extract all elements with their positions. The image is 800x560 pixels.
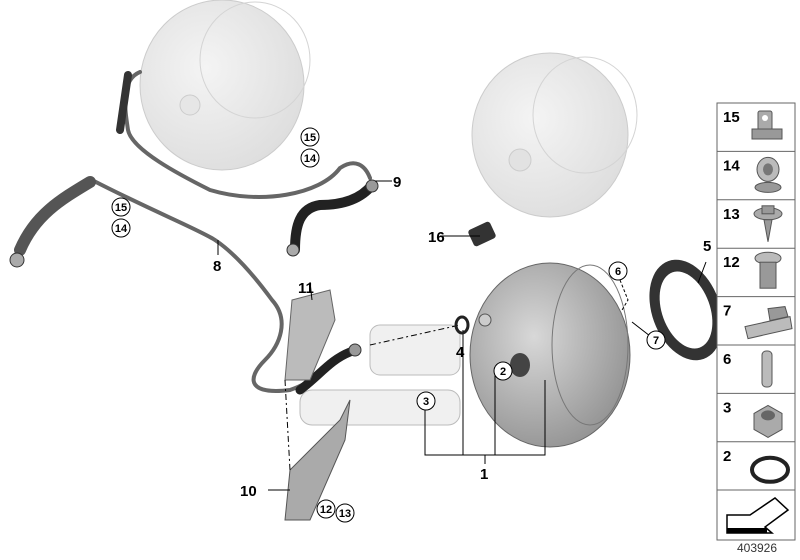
legend-number: 7 [723, 303, 731, 320]
hose-clamp-icon [754, 156, 782, 193]
callout-15-left: 15 [111, 197, 131, 217]
o-ring-icon [750, 455, 790, 484]
callout-2: 2 [493, 361, 513, 381]
callout-14-top: 14 [300, 148, 320, 168]
gasket[interactable] [636, 250, 735, 371]
bracket-clip-icon [751, 110, 783, 140]
hex-screw-icon [753, 205, 783, 242]
callout-12: 12 [316, 499, 336, 519]
pin-icon [761, 350, 773, 388]
callout-10: 10 [240, 483, 257, 500]
legend-item-12[interactable]: 12 [717, 247, 795, 289]
leader-lines [217, 180, 707, 491]
vacuum-line-9[interactable] [116, 70, 379, 257]
callout-7: 7 [646, 330, 666, 350]
svg-text:13: 13 [339, 508, 351, 520]
legend-number: 6 [723, 351, 731, 368]
svg-text:3: 3 [423, 396, 429, 408]
vacuum-line-8[interactable] [9, 176, 362, 395]
ghost-booster-top [139, 0, 311, 171]
o-ring-4[interactable] [454, 315, 470, 335]
callout-9: 9 [393, 174, 401, 191]
callout-6: 6 [608, 261, 628, 281]
svg-text:2: 2 [500, 366, 506, 378]
legend-item-13[interactable]: 13 [717, 199, 795, 242]
svg-text:6: 6 [615, 266, 621, 278]
legend-number: 14 [723, 157, 740, 174]
svg-text:15: 15 [304, 132, 316, 144]
legend-number: 15 [723, 109, 740, 126]
callout-13: 13 [335, 503, 355, 523]
legend-item-14[interactable]: 14 [717, 150, 795, 193]
legend-number: 13 [723, 206, 740, 223]
heat-shield-11[interactable] [284, 289, 336, 381]
svg-text:15: 15 [115, 202, 127, 214]
callout-11: 11 [298, 280, 314, 297]
legend-item-6[interactable]: 6 [717, 344, 795, 388]
legend-item-15[interactable]: 15 [723, 109, 783, 140]
callout-3: 3 [416, 391, 436, 411]
legend-item-7[interactable]: 7 [717, 296, 795, 340]
svg-text:7: 7 [653, 335, 659, 347]
brake-booster[interactable] [469, 262, 631, 448]
hex-nut-icon [753, 404, 783, 438]
svg-text:12: 12 [320, 504, 332, 516]
vacuum-sensor[interactable] [467, 221, 496, 247]
bracket-10[interactable] [284, 399, 351, 521]
callout-15-top: 15 [300, 127, 320, 147]
legend-number: 12 [723, 254, 740, 271]
callout-8: 8 [213, 258, 221, 275]
document-number: 403926 [737, 541, 777, 555]
legend-number: 2 [723, 448, 731, 465]
legend-item-3[interactable]: 3 [717, 392, 795, 438]
legend-number: 3 [723, 399, 731, 416]
callout-5: 5 [703, 238, 711, 255]
legend-item-2[interactable]: 2 [717, 441, 795, 484]
svg-text:14: 14 [304, 153, 317, 165]
front-arrow-icon [726, 497, 790, 534]
callout-4: 4 [456, 344, 465, 361]
svg-text:14: 14 [115, 223, 128, 235]
callout-1: 1 [480, 466, 488, 483]
callout-16: 16 [428, 229, 445, 246]
spring-clip-icon [744, 306, 793, 340]
expanding-nut-icon [754, 251, 782, 289]
parts-legend: 15 14 13 12 7 6 3 2 403926 [716, 102, 796, 555]
ghost-booster-middle [471, 52, 638, 218]
callout-14-left: 14 [111, 218, 131, 238]
